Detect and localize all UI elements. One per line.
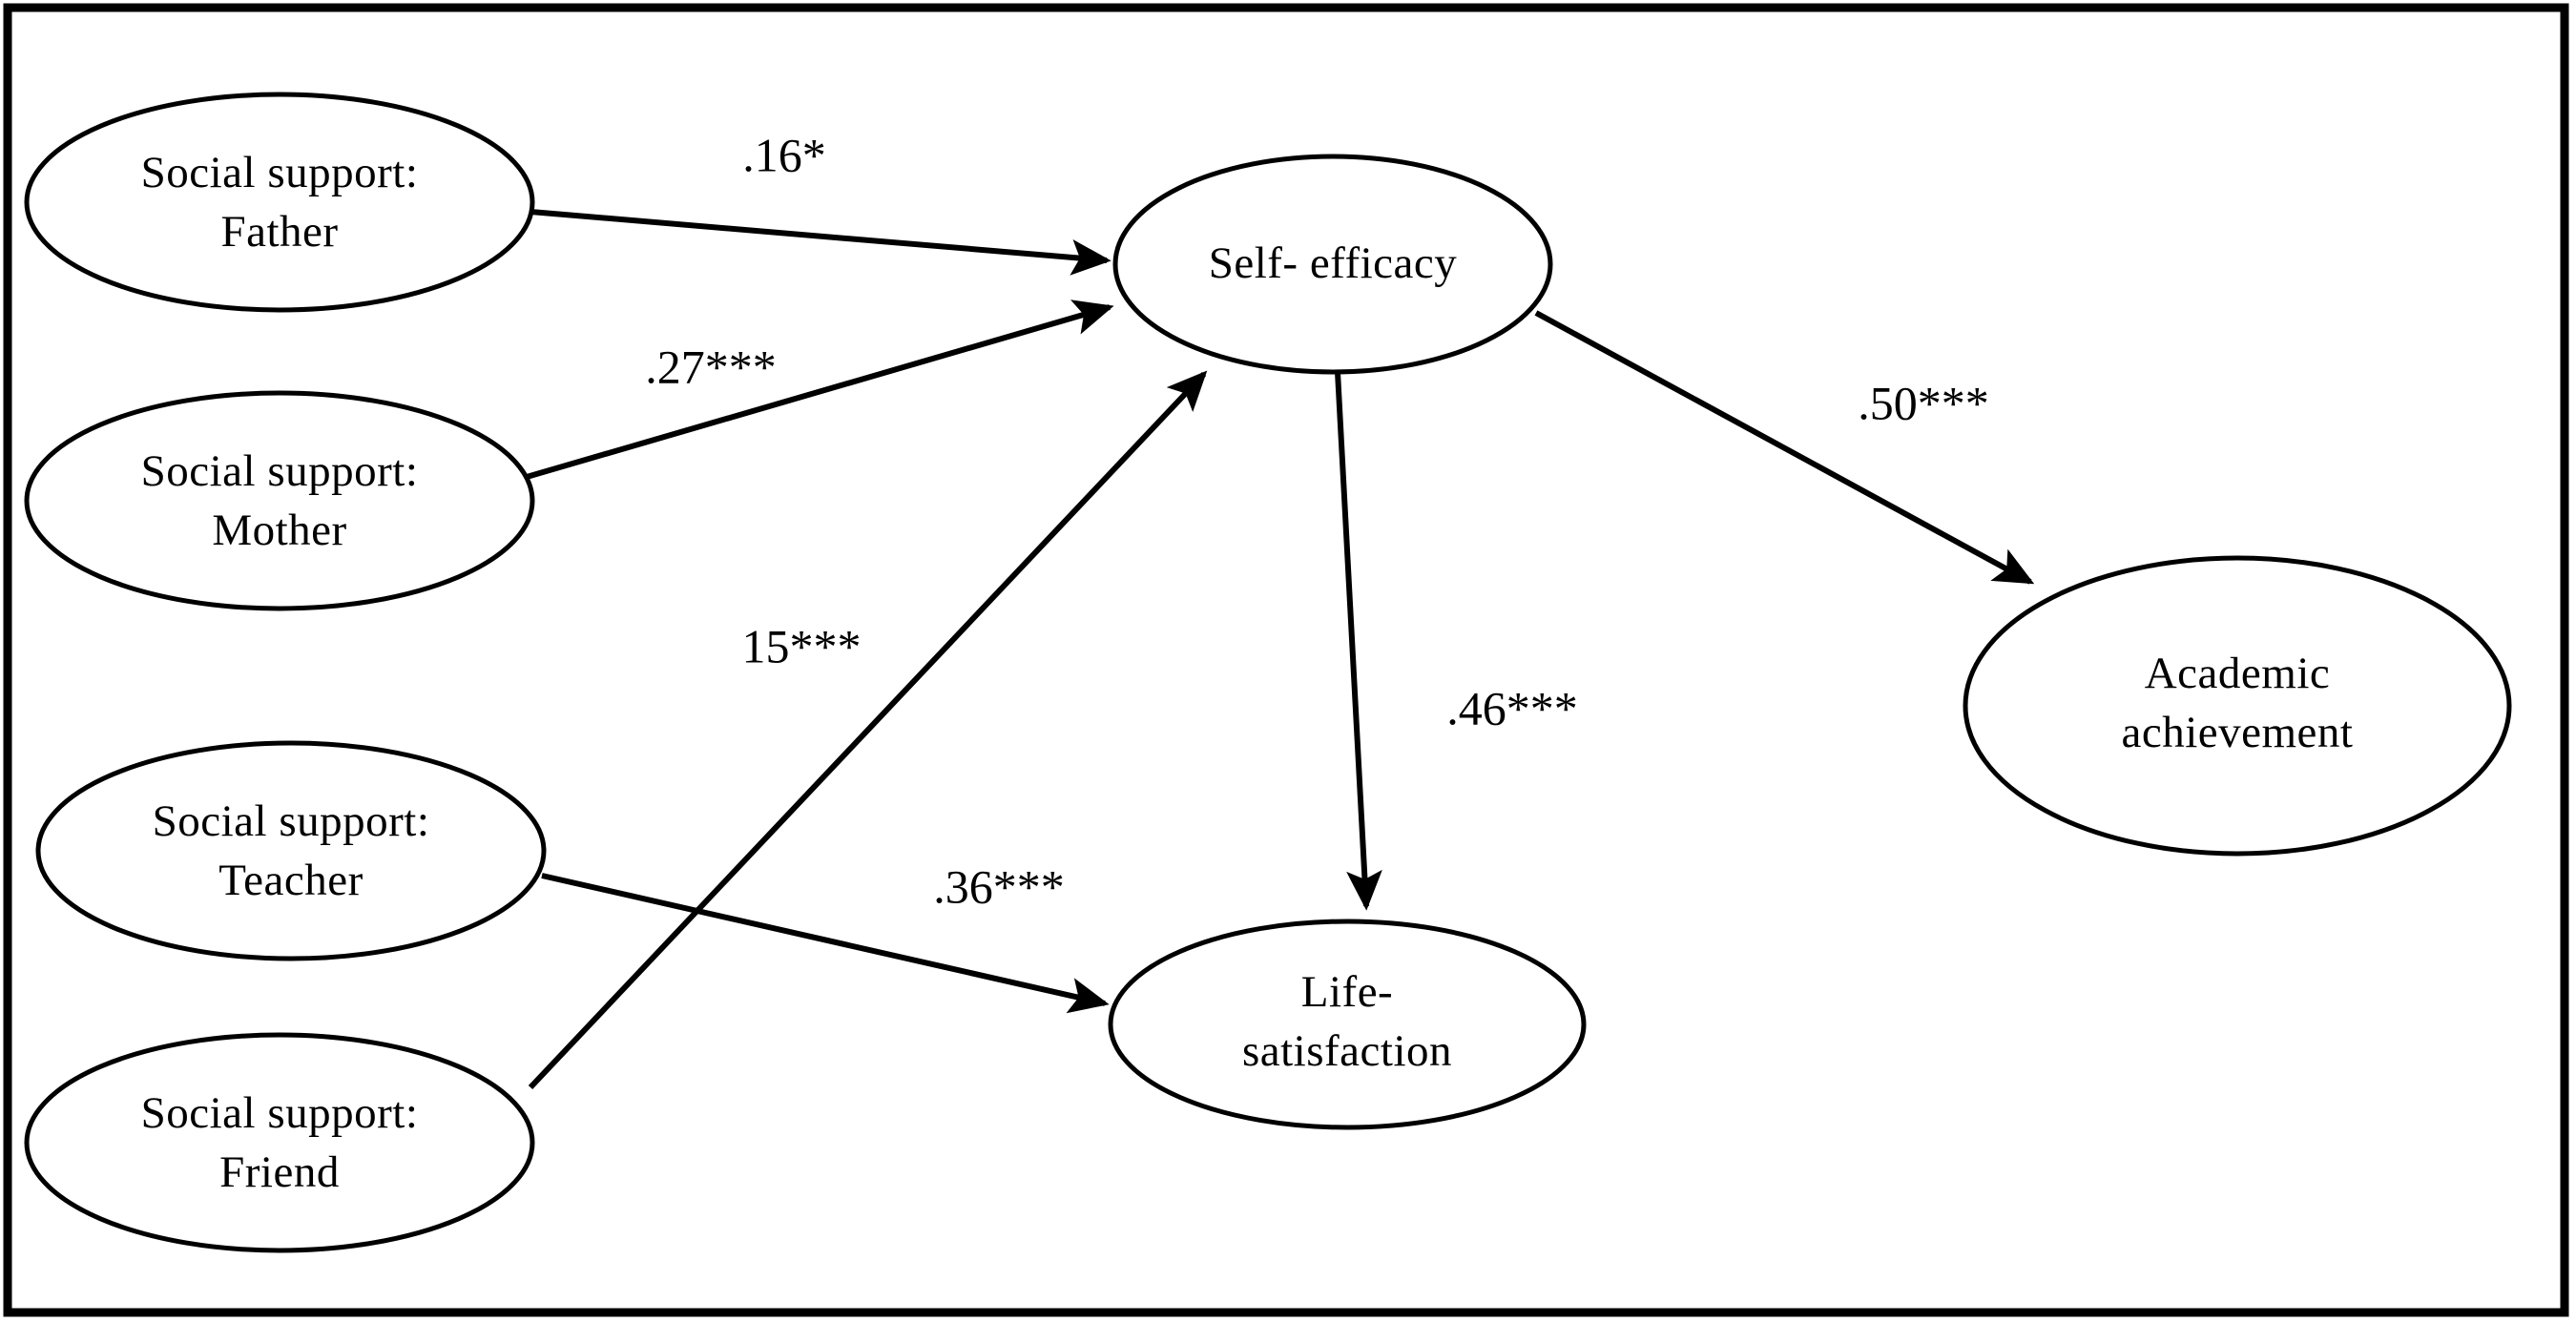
node-ss-friend[interactable]: Social support: Friend: [24, 1032, 535, 1253]
node-label-life-satisfaction-line2: satisfaction: [1242, 1026, 1452, 1076]
node-ss-teacher[interactable]: Social support: Teacher: [35, 740, 547, 961]
path-arrow-selfefficacy-to-lifesatisfaction: [1335, 371, 1382, 911]
node-label-ss-mother-line1: Social support:: [141, 446, 419, 496]
node-ss-father[interactable]: Social support: Father: [24, 92, 535, 313]
path-label-father-to-selfefficacy: .16*: [742, 128, 826, 181]
path-label-teacher-to-lifesatisfaction: .36***: [933, 859, 1065, 913]
node-label-ss-teacher-line2: Teacher: [218, 856, 364, 905]
node-academic-achievement[interactable]: Academic achievement: [1963, 555, 2512, 857]
node-label-ss-teacher-line1: Social support:: [153, 796, 430, 846]
node-ellipse-academic-achievement: [1963, 555, 2512, 857]
node-label-ss-father-line1: Social support:: [141, 148, 419, 197]
path-label-selfefficacy-to-academic: .50***: [1858, 376, 1989, 429]
node-ellipse-ss-teacher: [35, 740, 547, 961]
node-label-ss-mother-line2: Mother: [212, 506, 346, 555]
node-label-life-satisfaction-line1: Life-: [1301, 967, 1393, 1017]
node-label-academic-achievement-line1: Academic: [2145, 649, 2331, 698]
path-arrow-father-to-selfefficacy: [530, 209, 1111, 276]
node-label-ss-father-line2: Father: [220, 207, 338, 257]
node-ellipse-ss-friend: [24, 1032, 535, 1253]
path-label-selfefficacy-to-lifesatisfaction: .46***: [1446, 681, 1578, 734]
path-label-friend-to-selfefficacy: 15***: [742, 619, 862, 672]
node-label-ss-friend-line1: Social support:: [141, 1088, 419, 1138]
node-ellipse-ss-father: [24, 92, 535, 313]
node-self-efficacy[interactable]: Self- efficacy: [1112, 154, 1553, 375]
path-arrow-mother-to-selfefficacy: [526, 300, 1114, 480]
node-label-ss-friend-line2: Friend: [219, 1147, 340, 1197]
path-arrow-teacher-to-lifesatisfaction: [541, 873, 1110, 1014]
node-ss-mother[interactable]: Social support: Mother: [24, 390, 535, 611]
path-arrow-friend-to-selfefficacy: [528, 370, 1208, 1090]
node-label-self-efficacy-line1: Self- efficacy: [1209, 238, 1458, 288]
node-label-academic-achievement-line2: achievement: [2122, 708, 2354, 757]
node-ellipse-life-satisfaction: [1108, 919, 1587, 1130]
figure-border: [3, 3, 2569, 1317]
node-ellipse-self-efficacy: [1112, 154, 1553, 375]
node-life-satisfaction[interactable]: Life- satisfaction: [1108, 919, 1587, 1130]
path-label-mother-to-selfefficacy: .27***: [645, 340, 777, 393]
node-ellipse-ss-mother: [24, 390, 535, 611]
path-arrow-selfefficacy-to-academic: [1534, 310, 2035, 585]
